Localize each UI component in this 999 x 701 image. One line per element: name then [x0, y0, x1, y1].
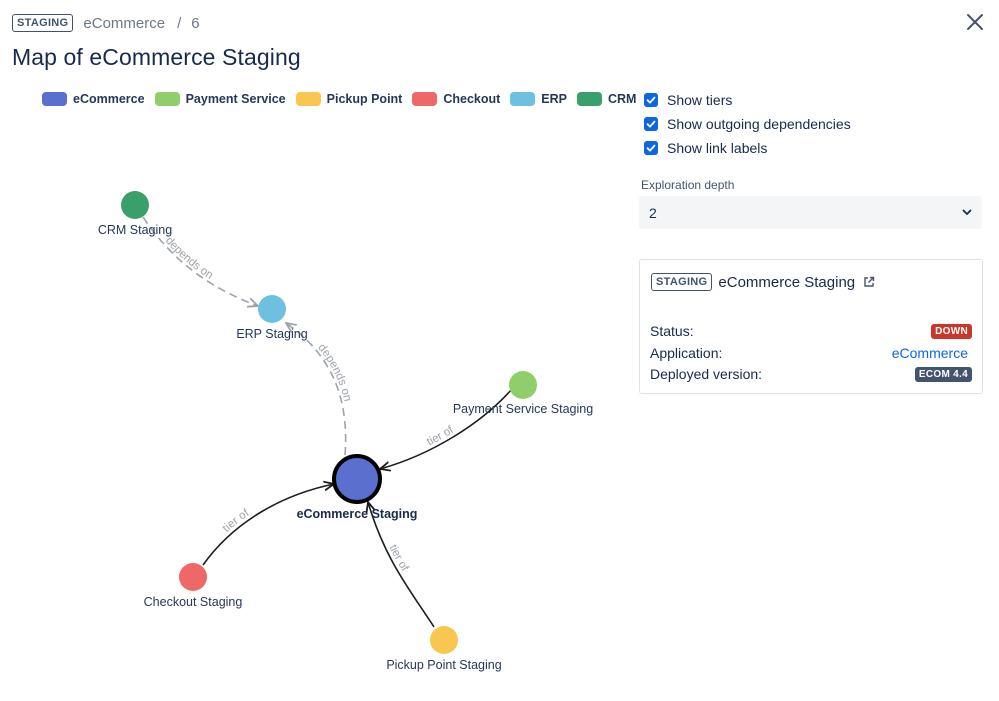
- checkbox-label: Show tiers: [667, 92, 733, 108]
- legend-label: ERP: [541, 92, 567, 106]
- legend-swatch: [154, 92, 180, 106]
- node-label: eCommerce Staging: [297, 507, 418, 521]
- checkbox-checked-icon: [644, 93, 658, 107]
- legend-label: Pickup Point: [326, 92, 403, 106]
- environment-badge: STAGING: [12, 14, 74, 32]
- checkbox-checked-icon: [644, 141, 658, 155]
- node-circle: [179, 563, 207, 591]
- dependency-graph[interactable]: depends on depends on tier of tier of ti…: [0, 0, 640, 701]
- link-payment-ecommerce[interactable]: tier of: [380, 388, 513, 469]
- link-ecommerce-erp[interactable]: depends on: [286, 323, 353, 456]
- environment-badge: STAGING: [651, 273, 713, 291]
- node-label: Checkout Staging: [144, 595, 243, 609]
- legend-label: CRM: [608, 92, 637, 106]
- breadcrumb-id: 6: [191, 14, 200, 32]
- status-row: Status: DOWN: [650, 323, 972, 339]
- node-circle: [121, 191, 149, 219]
- application-row: Application: eCommerce: [650, 345, 972, 361]
- legend-label: Checkout: [443, 92, 501, 106]
- legend-item-checkout: Checkout: [412, 92, 500, 106]
- svg-text:depends on: depends on: [163, 235, 215, 282]
- page-title: Map of eCommerce Staging: [12, 44, 301, 70]
- checkbox-label: Show link labels: [667, 140, 768, 156]
- legend-swatch: [412, 92, 438, 106]
- version-row: Deployed version: ECOM 4.4: [650, 366, 972, 382]
- service-details-card: STAGING eCommerce Staging Status: DOWN A…: [639, 259, 983, 394]
- node-erp-staging[interactable]: ERP Staging: [236, 295, 308, 341]
- status-label: Status:: [650, 323, 694, 339]
- node-crm-staging[interactable]: CRM Staging: [98, 191, 172, 237]
- svg-text:depends on: depends on: [315, 342, 353, 403]
- legend-swatch: [510, 92, 536, 106]
- legend: eCommerce Payment Service Pickup Point C…: [42, 92, 636, 106]
- application-label: Application:: [650, 345, 723, 361]
- node-pickup-point-staging[interactable]: Pickup Point Staging: [386, 626, 502, 672]
- checkbox-checked-icon: [644, 117, 658, 131]
- legend-swatch: [295, 92, 321, 106]
- node-ecommerce-staging[interactable]: eCommerce Staging: [297, 454, 418, 521]
- show-link-labels-checkbox[interactable]: Show link labels: [644, 140, 851, 156]
- chevron-down-icon: [962, 209, 972, 215]
- legend-swatch: [577, 92, 602, 106]
- exploration-depth-select[interactable]: 2: [639, 196, 982, 229]
- node-label: ERP Staging: [236, 327, 307, 341]
- node-label: CRM Staging: [98, 223, 172, 237]
- status-badge: DOWN: [931, 323, 972, 339]
- legend-item-pickup-point: Pickup Point: [295, 92, 403, 106]
- node-circle: [509, 371, 537, 399]
- exploration-depth-label: Exploration depth: [641, 178, 735, 192]
- node-payment-service-staging[interactable]: Payment Service Staging: [453, 371, 593, 416]
- link-label-crm-erp: depends on: [163, 235, 215, 282]
- close-icon: [967, 14, 983, 30]
- legend-label: Payment Service: [185, 92, 286, 106]
- legend-swatch: [42, 92, 67, 106]
- application-link[interactable]: eCommerce: [891, 345, 968, 361]
- link-checkout-ecommerce[interactable]: tier of: [202, 484, 334, 566]
- node-circle-selected: [332, 454, 382, 504]
- show-outgoing-dependencies-checkbox[interactable]: Show outgoing dependencies: [644, 116, 851, 132]
- exploration-depth-value: 2: [649, 204, 657, 221]
- show-tiers-checkbox[interactable]: Show tiers: [644, 92, 851, 108]
- deployed-version-label: Deployed version:: [650, 366, 763, 382]
- legend-item-crm: CRM: [577, 92, 636, 106]
- breadcrumb-separator: /: [177, 14, 182, 32]
- map-options: Show tiers Show outgoing dependencies Sh…: [644, 92, 851, 156]
- close-button[interactable]: [961, 8, 989, 36]
- breadcrumb: STAGING eCommerce / 6: [12, 14, 200, 32]
- card-header: STAGING eCommerce Staging: [651, 273, 875, 291]
- checkbox-label: Show outgoing dependencies: [667, 116, 851, 132]
- external-link-icon[interactable]: [863, 276, 875, 288]
- breadcrumb-app-link[interactable]: eCommerce: [83, 14, 166, 32]
- link-label-ecommerce-erp: depends on: [315, 342, 353, 403]
- deployed-version-badge: ECOM 4.4: [914, 366, 972, 382]
- legend-item-ecommerce: eCommerce: [42, 92, 145, 106]
- card-title: eCommerce Staging: [718, 273, 856, 291]
- node-circle: [258, 295, 286, 323]
- node-label: Pickup Point Staging: [386, 658, 501, 672]
- legend-label: eCommerce: [73, 92, 145, 106]
- node-checkout-staging[interactable]: Checkout Staging: [144, 563, 243, 609]
- node-circle: [430, 626, 458, 654]
- legend-item-payment-service: Payment Service: [154, 92, 286, 106]
- node-label: Payment Service Staging: [453, 402, 593, 416]
- legend-item-erp: ERP: [510, 92, 567, 106]
